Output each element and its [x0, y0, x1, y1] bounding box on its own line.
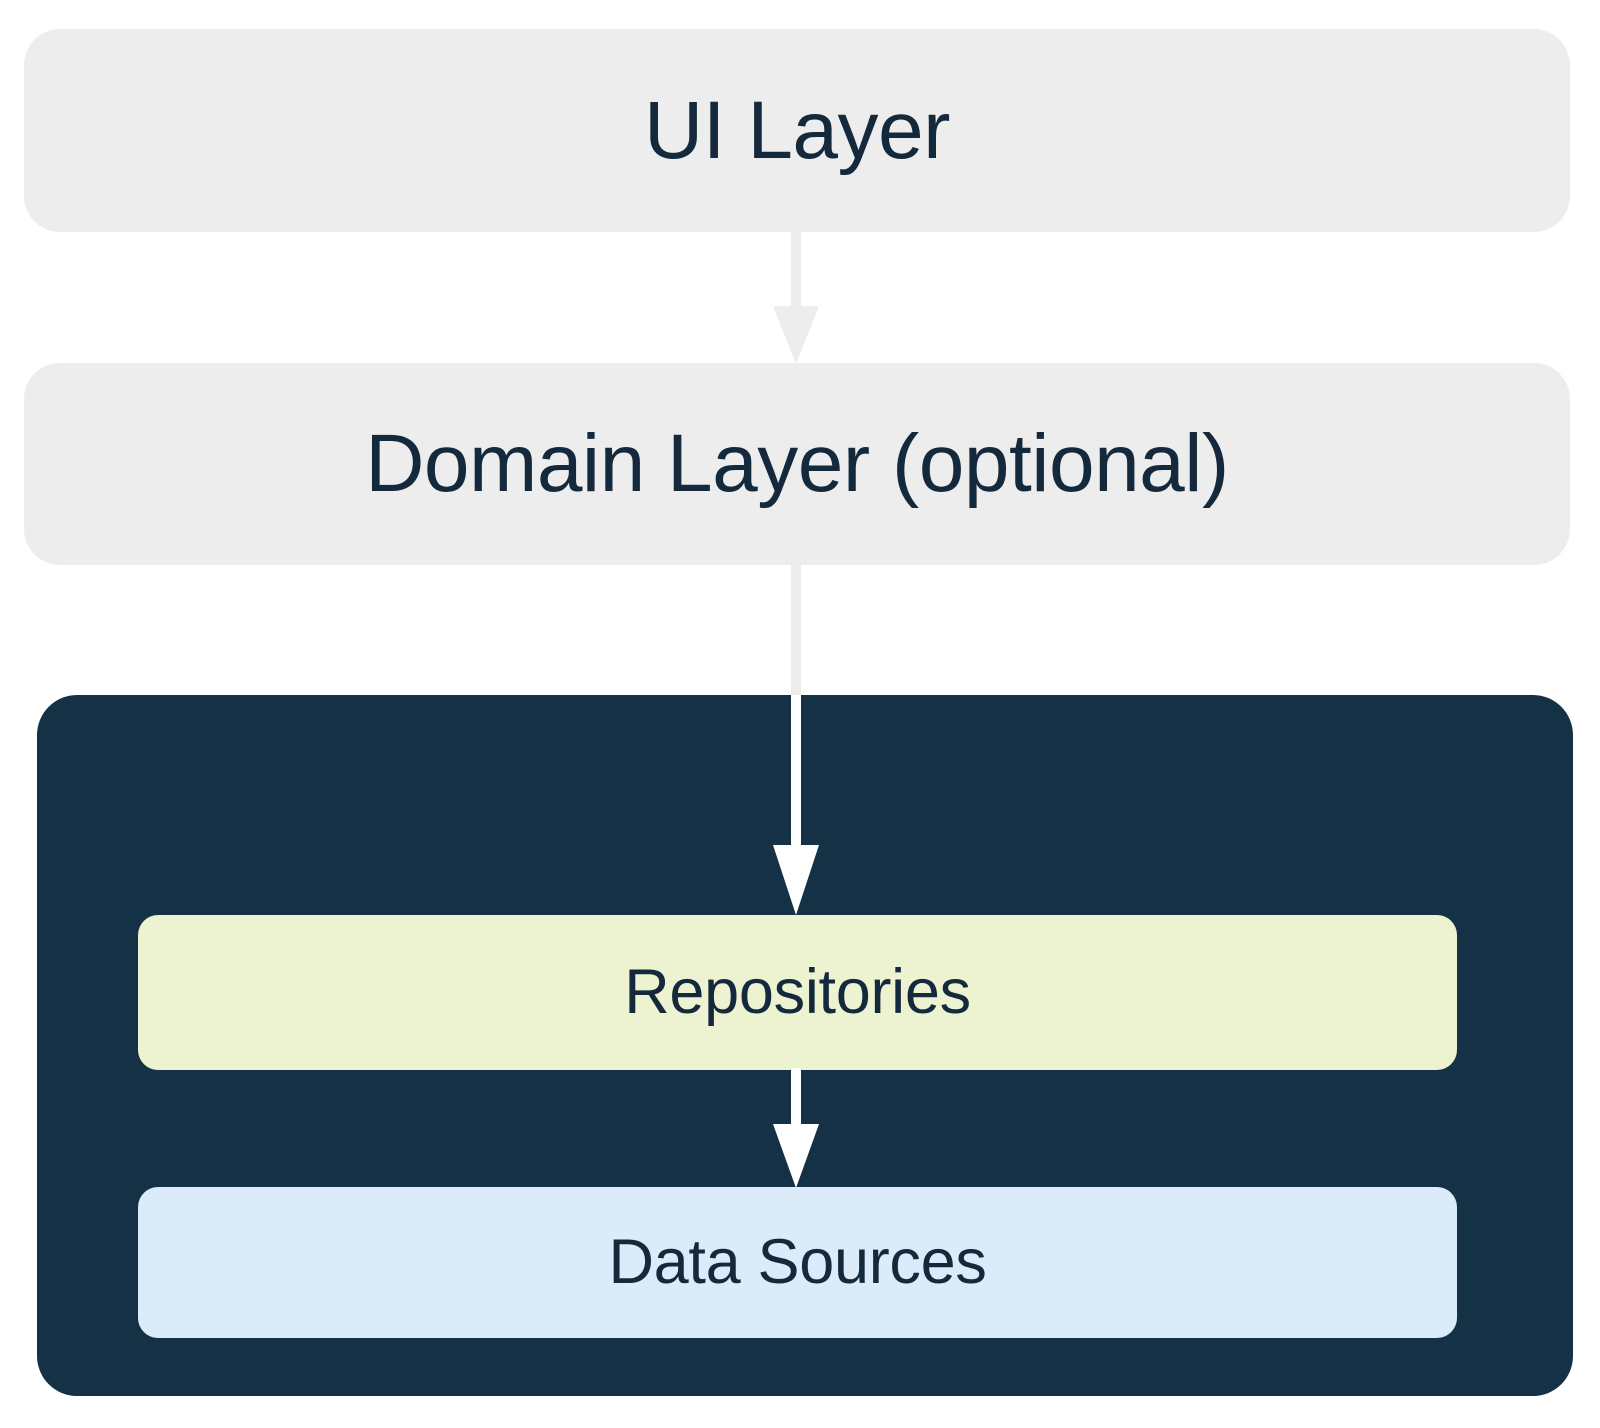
ui-layer-box: UI Layer: [24, 29, 1570, 232]
repositories-box: Repositories: [138, 915, 1457, 1070]
domain-layer-label: Domain Layer (optional): [365, 418, 1229, 509]
arrow-domain-layer-to-repositories: [773, 563, 819, 915]
data-sources-label: Data Sources: [608, 1227, 987, 1297]
arrow-ui-layer-to-domain-layer: [773, 230, 819, 364]
domain-layer-box: Domain Layer (optional): [24, 363, 1570, 565]
arrow-repositories-to-data-sources: [773, 1068, 819, 1188]
ui-layer-label: UI Layer: [644, 84, 950, 176]
repositories-label: Repositories: [624, 957, 971, 1027]
data-sources-box: Data Sources: [138, 1187, 1457, 1338]
